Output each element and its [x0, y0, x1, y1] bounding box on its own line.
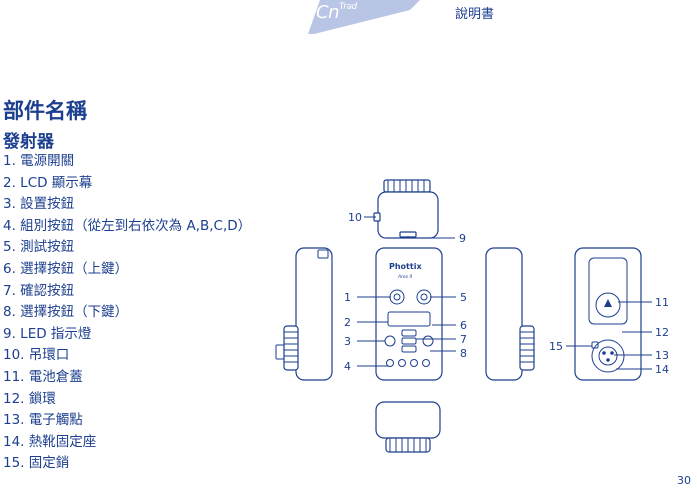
- page-number: 30: [677, 474, 691, 487]
- model-name: Ares II: [397, 274, 413, 280]
- callout-2: 2: [344, 316, 351, 329]
- callout-10: 10: [348, 211, 362, 224]
- part-item: 2. LCD 顯示幕: [3, 174, 93, 191]
- leader-lines: [357, 216, 652, 370]
- callout-13: 13: [655, 349, 669, 362]
- part-item: 7. 確認按鈕: [3, 282, 75, 299]
- part-item: 13. 電子觸點: [3, 412, 83, 429]
- part-item: 1. 電源開關: [3, 153, 75, 169]
- callout-9: 9: [459, 232, 466, 245]
- front-view: Phottix Ares II: [375, 247, 443, 381]
- subsection-title: 發射器: [3, 132, 54, 152]
- callout-11: 11: [655, 296, 669, 309]
- language-variant-text: Trad: [338, 2, 357, 12]
- part-item: 9. LED 指示燈: [3, 325, 92, 342]
- part-item: 4. 組別按鈕（從左到右依次為 A,B,C,D）: [3, 217, 252, 234]
- callout-5: 5: [460, 291, 467, 304]
- part-item: 12. 鎖環: [3, 390, 56, 407]
- callout-8: 8: [460, 347, 467, 360]
- part-item: 5. 測試按鈕: [3, 239, 75, 256]
- right-side-view: [485, 247, 535, 381]
- callout-4: 4: [344, 360, 351, 373]
- part-item: 15. 固定銷: [3, 455, 70, 472]
- callout-12: 12: [655, 326, 669, 339]
- parts-list: 1. 電源開關 2. LCD 顯示幕 3. 設置按鈕 4. 組別按鈕（從左到右依…: [3, 151, 251, 475]
- left-side-view: [275, 247, 333, 381]
- part-item: 8. 選擇按鈕（下鍵）: [3, 304, 129, 321]
- bottom-view: [375, 401, 441, 453]
- language-tab: [308, 0, 420, 34]
- callout-1: 1: [344, 291, 351, 304]
- part-item: 10. 吊環口: [3, 347, 70, 364]
- part-item: 11. 電池倉蓋: [3, 368, 83, 385]
- callout-15: 15: [549, 340, 563, 353]
- top-view: [373, 179, 439, 239]
- section-title: 部件名稱: [3, 99, 87, 123]
- back-view: [574, 247, 642, 381]
- language-code-text: Cn: [316, 2, 339, 23]
- language-code: CnTrad: [316, 2, 357, 23]
- part-item: 6. 選擇按鈕（上鍵）: [3, 260, 129, 277]
- document-title: 說明書: [455, 7, 495, 22]
- callout-7: 7: [460, 333, 467, 346]
- callout-3: 3: [344, 335, 351, 348]
- callout-6: 6: [460, 319, 467, 332]
- part-item: 14. 熱靴固定座: [3, 433, 97, 450]
- callout-numbers: 1 2 3 4 5 6 7 8 9 10 11 12 13 14 15: [344, 211, 669, 376]
- brand-logo: Phottix: [389, 262, 422, 271]
- callout-14: 14: [655, 363, 669, 376]
- part-item: 3. 設置按鈕: [3, 196, 75, 213]
